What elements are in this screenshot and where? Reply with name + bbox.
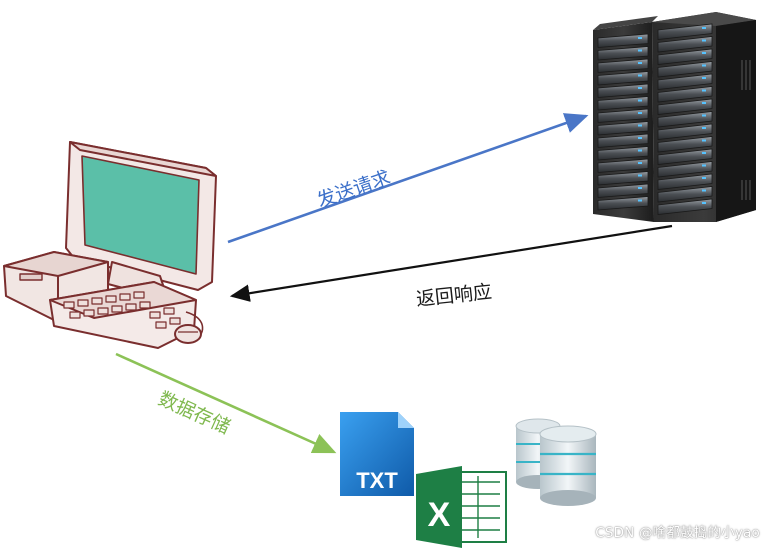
excel-icon-letter: X — [428, 496, 451, 534]
server-blade — [597, 121, 649, 136]
server-blade — [657, 61, 713, 78]
server-led — [702, 102, 706, 104]
server-blade — [597, 83, 649, 98]
server-blade — [657, 111, 713, 128]
server-led — [702, 164, 706, 167]
server-blade — [657, 73, 713, 90]
server-led — [702, 64, 706, 67]
server-blade — [657, 198, 713, 215]
server-blade — [657, 136, 713, 153]
server-blade — [597, 71, 649, 86]
server-led — [638, 174, 642, 177]
server-blade — [597, 158, 649, 173]
txt-icon-label: TXT — [356, 468, 398, 493]
server-led — [702, 27, 706, 29]
server-led — [638, 62, 642, 64]
server-blade — [657, 98, 713, 115]
server-led — [638, 49, 642, 52]
server-led — [638, 187, 642, 189]
txt-file-icon: TXT — [340, 412, 414, 496]
return-response-arrow — [229, 224, 673, 302]
server-blade — [597, 133, 649, 148]
server-blade — [597, 171, 649, 186]
server-led — [702, 39, 706, 42]
server-blade — [657, 186, 713, 203]
server-led — [702, 139, 706, 142]
server-led — [638, 124, 642, 127]
server-led — [638, 37, 642, 39]
send-request-label: 发送请求 — [314, 167, 393, 213]
server-rack-icon — [593, 12, 756, 222]
server-led — [702, 52, 706, 54]
server-led — [702, 202, 706, 204]
server-led — [702, 127, 706, 129]
server-blade — [657, 86, 713, 103]
server-blade — [657, 123, 713, 140]
computer-icon — [3, 141, 217, 349]
server-blade — [597, 146, 649, 161]
watermark-text: CSDN @啥都鼓捣的小yao — [595, 525, 760, 541]
server-blade — [597, 183, 649, 198]
server-led — [702, 189, 706, 192]
server-led — [638, 87, 642, 89]
database-icon — [515, 418, 597, 506]
server-blade — [657, 48, 713, 65]
server-blade — [597, 58, 649, 73]
server-led — [702, 152, 706, 154]
server-led — [638, 99, 642, 102]
server-blade — [597, 96, 649, 111]
server-blade — [657, 148, 713, 165]
server-led — [702, 89, 706, 92]
return-response-label: 返回响应 — [415, 281, 493, 311]
server-blade — [597, 46, 649, 61]
data-storage-label: 数据存储 — [155, 388, 233, 439]
server-led — [702, 114, 706, 117]
server-led — [702, 177, 706, 179]
server-led — [638, 199, 642, 202]
send-request-arrow — [227, 113, 589, 244]
server-blade — [597, 108, 649, 123]
server-blade — [597, 196, 649, 211]
server-blade — [597, 33, 649, 48]
server-led — [638, 74, 642, 77]
server-blade — [657, 173, 713, 190]
server-led — [638, 137, 642, 139]
server-led — [638, 162, 642, 164]
server-blade — [657, 161, 713, 178]
data-storage-arrow — [115, 352, 337, 454]
server-led — [702, 77, 706, 79]
server-blade — [657, 23, 713, 40]
server-led — [638, 112, 642, 114]
server-blade — [657, 36, 713, 53]
server-led — [638, 149, 642, 152]
excel-file-icon: X — [416, 466, 507, 548]
